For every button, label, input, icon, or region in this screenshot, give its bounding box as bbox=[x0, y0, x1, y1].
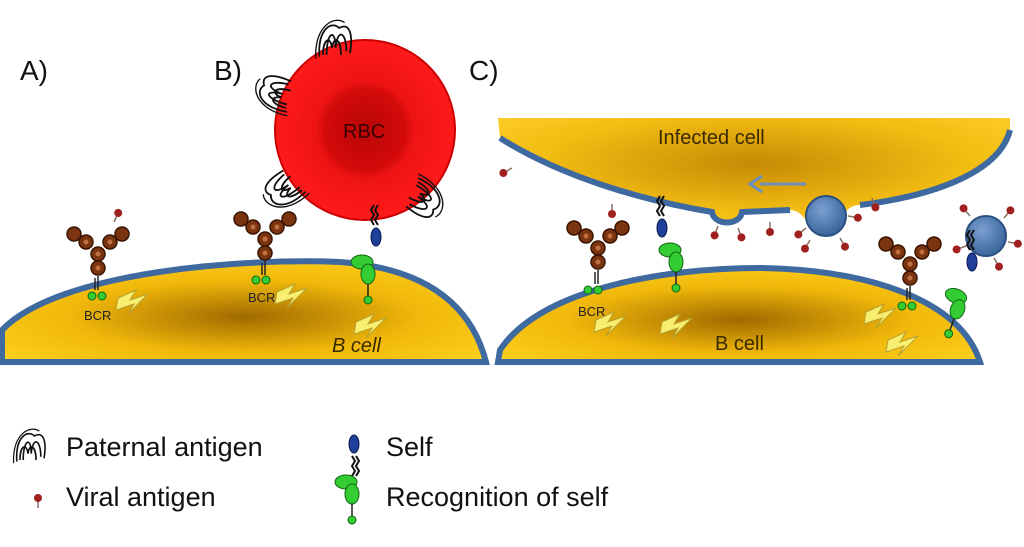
viral-antigen-icon bbox=[109, 206, 125, 225]
bcr-antibody-a: BCR bbox=[66, 206, 149, 323]
panel-label-a: A) bbox=[20, 55, 48, 86]
viral-antigen-icon bbox=[835, 235, 852, 253]
bcr-antibody-b: BCR bbox=[233, 211, 308, 309]
viral-antigen-icon bbox=[1000, 203, 1017, 222]
panel-label-c: C) bbox=[469, 55, 499, 86]
viral-antigen-icon bbox=[957, 201, 974, 220]
rbc-label: RBC bbox=[343, 121, 385, 143]
legend-item-paternal: Paternal antigen bbox=[12, 428, 263, 465]
b-cell-label-c: B cell bbox=[715, 333, 764, 355]
legend-label-viral: Viral antigen bbox=[66, 482, 216, 512]
arrow-left-icon bbox=[747, 174, 763, 194]
legend-label-self: Self bbox=[386, 432, 433, 462]
legend-item-viral: Viral antigen bbox=[33, 482, 216, 512]
legend-item-self: Self bbox=[348, 432, 433, 477]
viral-antigen-icon bbox=[791, 224, 810, 241]
viral-antigen-icon bbox=[33, 493, 43, 509]
legend-item-recognition: Recognition of self bbox=[334, 474, 609, 525]
viral-antigen-icon bbox=[950, 241, 969, 256]
legend: Paternal antigen Viral antigen Self Reco… bbox=[12, 428, 609, 525]
viral-antigen-icon bbox=[846, 211, 864, 224]
b-cell-label-b: B cell bbox=[332, 335, 381, 357]
bcr-label-b: BCR bbox=[248, 290, 275, 305]
b-cell-c: B cell bbox=[494, 264, 985, 365]
viral-antigen-icon bbox=[1006, 237, 1024, 250]
recognition-icon bbox=[334, 474, 360, 525]
viral-antigen-icon bbox=[607, 203, 617, 219]
bcr-label-a: BCR bbox=[84, 308, 111, 323]
bcr-label-c: BCR bbox=[578, 304, 605, 319]
infected-cell: Infected cell bbox=[497, 118, 1013, 255]
panel-label-b: B) bbox=[214, 55, 242, 86]
viral-antigen-icon bbox=[765, 221, 775, 237]
viral-antigen-icon bbox=[708, 223, 723, 242]
viral-antigen-icon bbox=[798, 237, 815, 255]
infected-cell-label: Infected cell bbox=[658, 127, 765, 149]
paternal-antigen-icon bbox=[12, 428, 46, 465]
budding-virus bbox=[805, 195, 847, 237]
legend-label-recognition: Recognition of self bbox=[386, 482, 609, 512]
bcr-antibody-c-left: BCR bbox=[566, 220, 630, 337]
viral-antigen-icon bbox=[989, 255, 1006, 273]
red-blood-cell: RBC bbox=[249, 19, 456, 225]
viral-antigen-icon bbox=[497, 163, 515, 180]
viral-antigen-icon bbox=[733, 225, 748, 244]
free-virus bbox=[930, 201, 1024, 341]
b-cell-ab: B cell bbox=[0, 258, 490, 365]
legend-label-paternal: Paternal antigen bbox=[66, 432, 263, 462]
self-icon bbox=[348, 434, 360, 477]
